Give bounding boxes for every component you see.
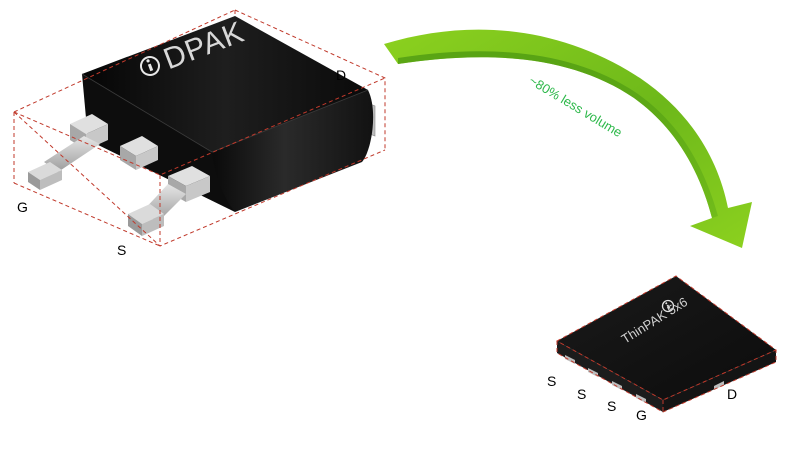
thinpak-infineon-logo-icon <box>661 299 675 313</box>
thinpak-package: ThinPAK 5x6 S S S G D <box>547 275 777 423</box>
volume-reduction-arrow: ~80% less volume <box>384 29 752 248</box>
dpak-pin-label-gate: G <box>17 199 28 215</box>
thinpak-side-right <box>663 350 776 412</box>
thinpak-top-face <box>557 276 776 400</box>
dpak-body-side <box>212 90 374 212</box>
thinpak-pin-label-drain: D <box>727 386 737 402</box>
dpak-lead-source <box>128 166 210 236</box>
dpak-pin-label-source: S <box>117 242 126 258</box>
dpak-lead-gate <box>28 114 108 190</box>
thinpak-pin-label-source-1: S <box>547 373 556 389</box>
dpak-lead-stub <box>120 136 158 170</box>
thinpak-bounding-box <box>555 275 777 413</box>
dpak-bounding-box-front <box>13 9 386 247</box>
thinpak-pad-drain <box>714 381 724 390</box>
arrow-inner-shade <box>398 51 718 219</box>
infineon-logo-icon <box>140 56 160 76</box>
thinpak-pin-label-source-3: S <box>607 398 616 414</box>
thinpak-pin-label-source-2: S <box>577 386 586 402</box>
dpak-pin-label-drain: D <box>336 67 346 83</box>
thinpak-pin-label-gate: G <box>636 407 647 423</box>
dpak-package: DPAK <box>13 9 386 258</box>
